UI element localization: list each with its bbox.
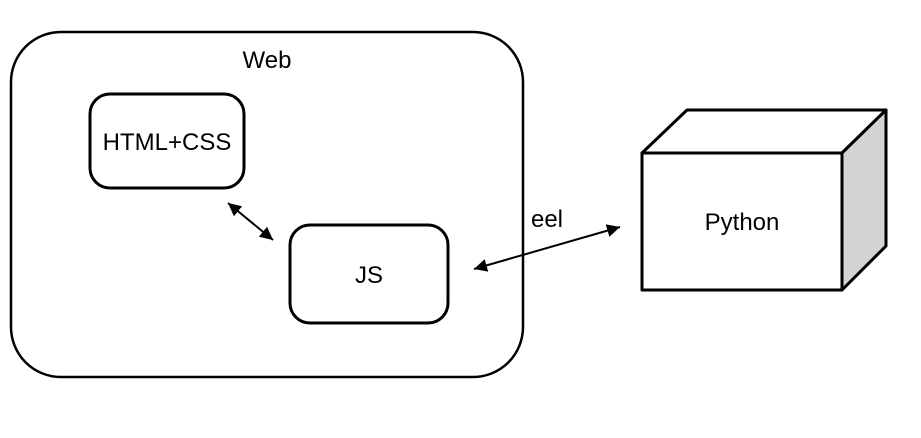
js-label: JS — [355, 262, 383, 289]
web-container-label: Web — [243, 47, 292, 74]
eel-label: eel — [531, 206, 563, 233]
web-container-box — [9, 30, 525, 379]
html-css-label: HTML+CSS — [103, 129, 232, 156]
diagram-root-group: Web HTML+CSS JS eel Python — [9, 30, 888, 379]
python-cube-front-face — [640, 151, 844, 292]
eel-arrow — [473, 224, 621, 272]
js-node — [288, 223, 450, 325]
python-cube — [640, 108, 888, 292]
html-js-arrow — [227, 202, 274, 241]
python-label: Python — [705, 209, 780, 236]
html-css-node — [88, 92, 246, 190]
